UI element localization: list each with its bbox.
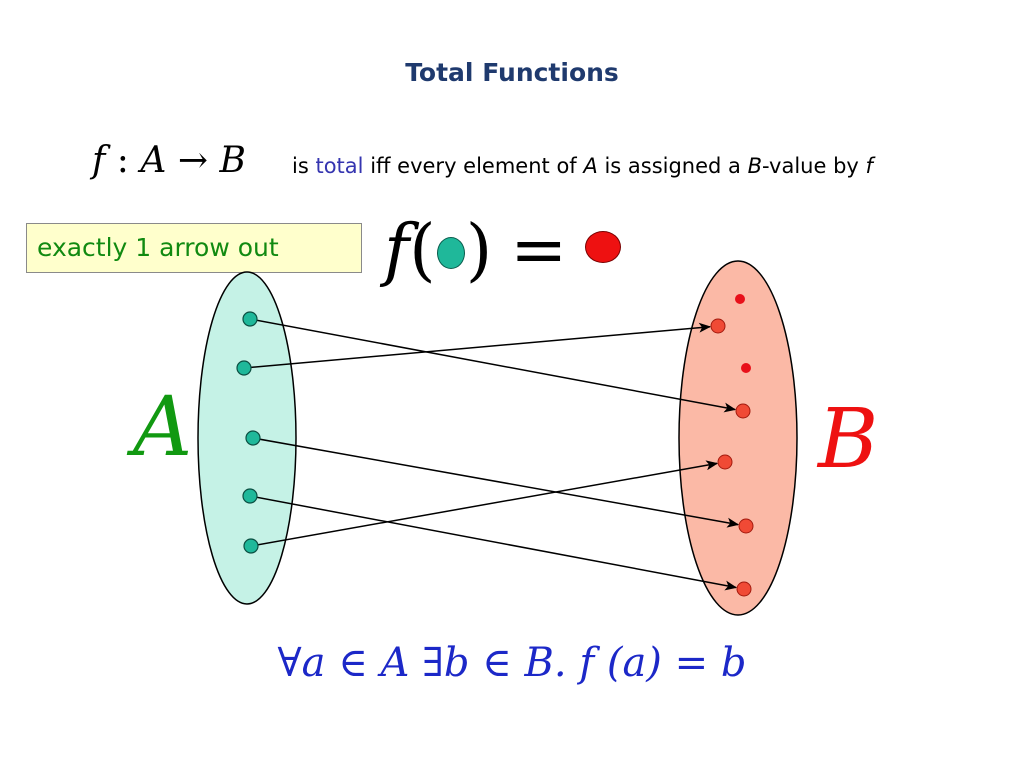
set-a-point: [242, 488, 258, 504]
def-a: A: [583, 154, 598, 178]
def-assigned: is assigned a: [604, 154, 741, 178]
set-a-points: [236, 311, 261, 554]
set-b-points: [710, 294, 754, 597]
def-f: f: [865, 154, 873, 178]
domain-point-icon: [436, 237, 465, 269]
set-a-point: [245, 430, 261, 446]
fx-close-paren: ): [465, 211, 493, 290]
mapping-arrow: [252, 437, 740, 528]
def-value-by: -value by: [762, 154, 859, 178]
set-b-point: [738, 518, 754, 534]
set-b-point: [717, 454, 733, 470]
mapping-arrow: [249, 318, 737, 413]
sig-b: B: [219, 140, 246, 181]
function-example: f()=: [384, 205, 622, 297]
sig-a: A: [140, 140, 167, 181]
codomain-point-icon: [585, 231, 622, 263]
definition-text: is total iff every element of A is assig…: [292, 154, 873, 178]
mapping-arrow: [249, 495, 738, 591]
def-total-keyword: total: [315, 154, 364, 178]
totality-formula: ∀a ∈ A ∃b ∈ B. f (a) = b: [277, 640, 747, 686]
function-signature: f : A → B: [92, 140, 246, 181]
set-b-label: B: [818, 392, 879, 487]
fx-open-paren: (: [409, 211, 436, 290]
set-a-point: [236, 360, 252, 376]
sig-f: f: [92, 140, 106, 181]
set-b-point: [710, 318, 726, 334]
fx-equals: =: [510, 211, 568, 290]
fx-f: f: [384, 211, 410, 290]
set-b-point: [735, 403, 751, 419]
set-a-label: A: [133, 380, 193, 475]
def-b: B: [747, 154, 763, 178]
set-a-point: [242, 311, 258, 327]
set-b-point: [735, 294, 745, 304]
sig-colon: :: [116, 140, 129, 181]
set-a-point: [243, 538, 259, 554]
arrows-layer: [243, 318, 740, 591]
callout-box: exactly 1 arrow out: [26, 223, 362, 273]
def-iff: iff every element of: [370, 154, 577, 178]
mapping-arrow: [250, 460, 719, 547]
set-b-point: [741, 363, 751, 373]
def-is: is: [292, 154, 309, 178]
set-b-ellipse: [678, 260, 798, 616]
set-b-point: [736, 581, 752, 597]
page-title: Total Functions: [405, 58, 619, 87]
mapping-arrow: [243, 322, 712, 369]
sig-arrow: →: [177, 140, 208, 181]
